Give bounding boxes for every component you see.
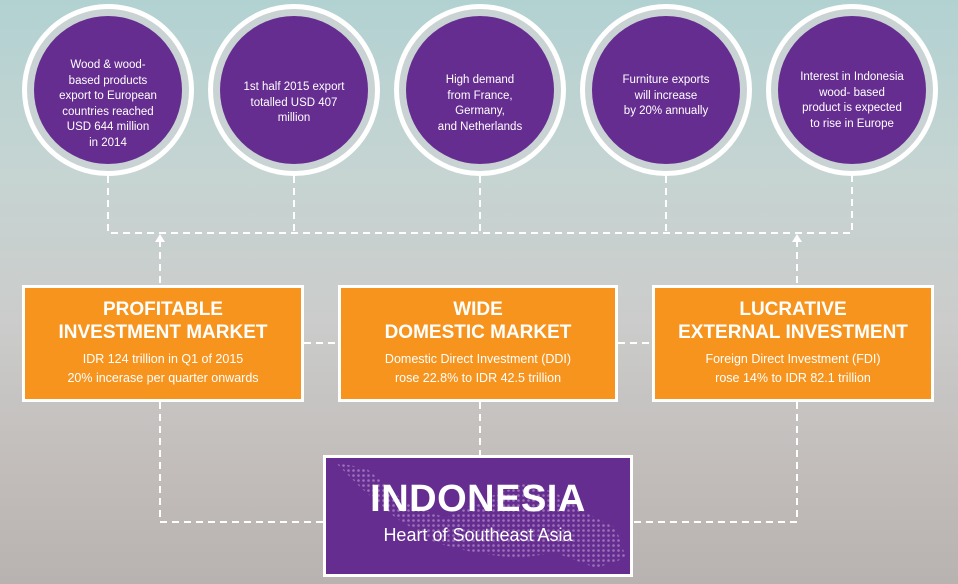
indonesia-center-box: INDONESIA Heart of Southeast Asia [323, 455, 633, 577]
pillar-profitable-investment: PROFITABLE INVESTMENT MARKET IDR 124 tri… [22, 285, 304, 402]
pillar-description: Domestic Direct Investment (DDI) rose 22… [384, 352, 572, 385]
fact-text: Furniture exports will increase by 20% a… [592, 16, 740, 164]
arrow-up-icon [155, 234, 165, 242]
center-subtitle: Heart of Southeast Asia [383, 525, 573, 545]
indonesia-map-dots [336, 463, 626, 568]
pillar-description: Foreign Direct Investment (FDI) rose 14%… [705, 352, 881, 385]
fact-circle: Furniture exports will increase by 20% a… [580, 4, 752, 176]
pillar-title: PROFITABLE INVESTMENT MARKET [58, 299, 268, 343]
fact-circle: Interest in Indonesia wood- based produc… [766, 4, 938, 176]
fact-text: 1st half 2015 export totalled USD 407 mi… [220, 16, 368, 164]
fact-text: Interest in Indonesia wood- based produc… [778, 16, 926, 164]
fact-text: Wood & wood- based products export to Eu… [34, 16, 182, 164]
pillar-external-investment: LUCRATIVE EXTERNAL INVESTMENT Foreign Di… [652, 285, 934, 402]
fact-circle: High demand from France, Germany, and Ne… [394, 4, 566, 176]
fact-circle: 1st half 2015 export totalled USD 407 mi… [208, 4, 380, 176]
fact-text: High demand from France, Germany, and Ne… [406, 16, 554, 164]
fact-circle: Wood & wood- based products export to Eu… [22, 4, 194, 176]
pillar-description: IDR 124 trillion in Q1 of 2015 20% incer… [67, 352, 259, 385]
center-title: INDONESIA [370, 478, 586, 520]
pillar-title: WIDE DOMESTIC MARKET [384, 299, 572, 343]
pillar-title: LUCRATIVE EXTERNAL INVESTMENT [678, 299, 908, 343]
arrow-up-icon [792, 234, 802, 242]
pillar-domestic-market: WIDE DOMESTIC MARKET Domestic Direct Inv… [338, 285, 618, 402]
